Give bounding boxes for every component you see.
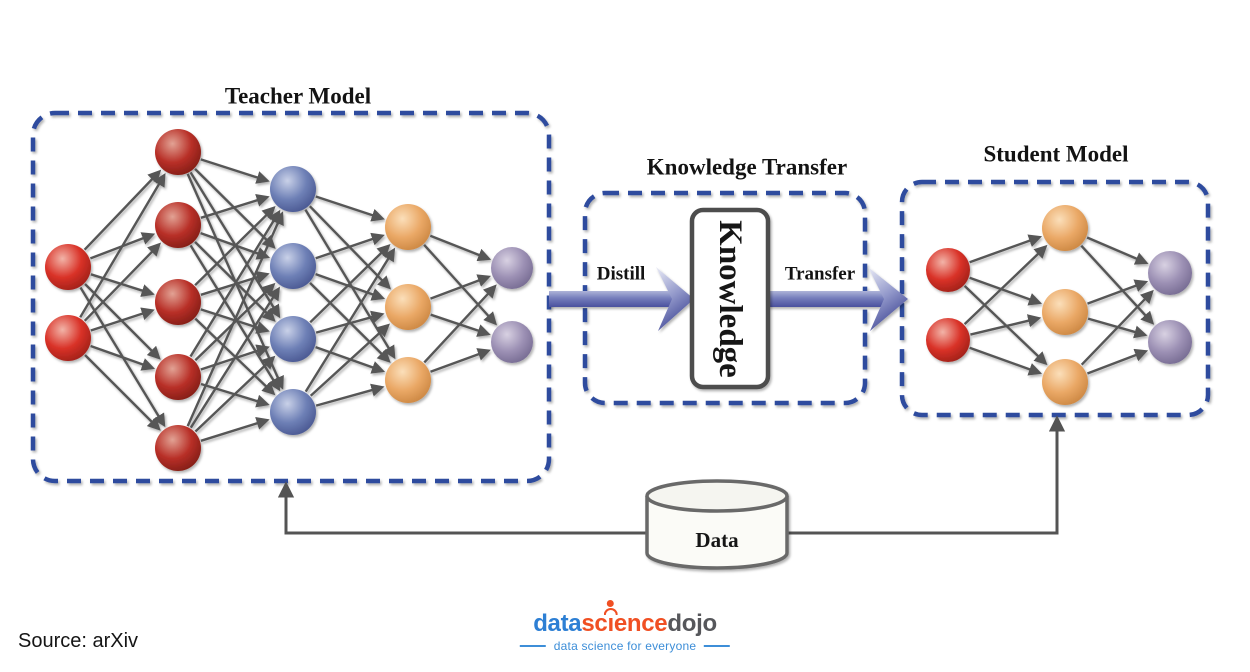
network-node-darkred bbox=[155, 279, 201, 325]
teacher-title: Teacher Model bbox=[225, 84, 371, 109]
student-model-box bbox=[899, 179, 1211, 418]
student-title: Student Model bbox=[983, 142, 1128, 167]
network-edge bbox=[194, 241, 276, 322]
network-edge bbox=[423, 243, 497, 326]
network-node-blue bbox=[270, 389, 316, 435]
network-edge bbox=[90, 344, 156, 371]
network-node-darkred bbox=[155, 202, 201, 248]
network-edge bbox=[963, 285, 1048, 366]
network-edge bbox=[1080, 289, 1154, 366]
network-edge bbox=[309, 243, 391, 324]
knowledge-label: Knowledge bbox=[712, 220, 748, 378]
network-node-blue bbox=[270, 166, 316, 212]
network-node-red bbox=[926, 318, 970, 362]
network-node-purple bbox=[491, 247, 533, 289]
network-edge bbox=[1087, 317, 1148, 339]
student-network bbox=[926, 205, 1192, 405]
data-label: Data bbox=[695, 528, 739, 552]
network-node-orange bbox=[385, 357, 431, 403]
logo-tagline: data science for everyone bbox=[519, 639, 731, 653]
network-edge bbox=[970, 314, 1042, 336]
network-edge bbox=[200, 416, 270, 442]
network-edge bbox=[194, 206, 276, 287]
network-edge bbox=[186, 211, 284, 427]
knowledge-box: Knowledge bbox=[689, 207, 771, 390]
network-node-orange bbox=[1042, 205, 1088, 251]
network-edge bbox=[79, 173, 166, 318]
network-edge bbox=[304, 247, 396, 393]
network-node-blue bbox=[270, 316, 316, 362]
logo-dojo: dojo bbox=[667, 610, 717, 637]
network-edge bbox=[423, 284, 497, 364]
network-edge bbox=[963, 244, 1048, 325]
network-edge bbox=[430, 348, 491, 373]
logo-person-icon: ı bbox=[603, 600, 618, 636]
network-node-red bbox=[45, 244, 91, 290]
data-cylinder: Data bbox=[645, 479, 789, 570]
network-node-purple bbox=[1148, 251, 1192, 295]
network-edge bbox=[429, 234, 492, 262]
distill-label: Distill bbox=[597, 264, 646, 285]
network-node-purple bbox=[1148, 320, 1192, 364]
source-attribution: Source: arXiv bbox=[18, 630, 139, 652]
network-edge bbox=[1087, 279, 1149, 305]
network-edge bbox=[189, 209, 281, 358]
network-edge bbox=[315, 195, 385, 222]
network-edge bbox=[969, 276, 1043, 306]
network-edge bbox=[90, 307, 155, 332]
network-edge bbox=[1086, 236, 1149, 265]
network-edge bbox=[315, 383, 385, 407]
network-node-orange bbox=[385, 204, 431, 250]
network-edge bbox=[200, 231, 271, 260]
network-edge bbox=[83, 242, 162, 322]
network-node-orange bbox=[385, 284, 431, 330]
network-node-purple bbox=[491, 321, 533, 363]
network-edge bbox=[83, 169, 162, 251]
network-node-darkred bbox=[155, 354, 201, 400]
network-node-darkred bbox=[155, 129, 201, 175]
network-edge bbox=[315, 345, 386, 374]
network-edge bbox=[84, 354, 161, 431]
knowledge-transfer-title: Knowledge Transfer bbox=[647, 155, 847, 180]
network-edge bbox=[430, 274, 492, 300]
network-edge bbox=[309, 323, 391, 397]
network-edge bbox=[200, 382, 270, 408]
network-edge bbox=[1080, 244, 1155, 325]
network-node-red bbox=[926, 248, 970, 292]
tagline-dash-left bbox=[519, 645, 546, 647]
network-node-orange bbox=[1042, 289, 1088, 335]
teacher-network bbox=[45, 129, 533, 471]
network-edge bbox=[1086, 348, 1149, 375]
distill-arrow bbox=[549, 267, 694, 331]
network-edge bbox=[200, 193, 270, 219]
logo-data: data bbox=[533, 610, 582, 637]
network-node-blue bbox=[270, 243, 316, 289]
transfer-arrow bbox=[768, 267, 908, 331]
network-edge bbox=[189, 286, 280, 429]
network-edge bbox=[194, 317, 276, 396]
transfer-label: Transfer bbox=[785, 264, 856, 285]
network-node-orange bbox=[1042, 359, 1088, 405]
network-edge bbox=[969, 346, 1043, 376]
network-edge bbox=[194, 355, 276, 433]
network-edge bbox=[315, 232, 385, 260]
person-arms-icon bbox=[603, 608, 618, 615]
network-edge bbox=[79, 286, 166, 428]
tagline-dash-right bbox=[704, 645, 731, 647]
network-node-darkred bbox=[155, 425, 201, 471]
person-head-icon bbox=[606, 600, 614, 607]
network-edge bbox=[969, 234, 1043, 264]
network-edge bbox=[200, 158, 270, 184]
network-node-red bbox=[45, 315, 91, 361]
